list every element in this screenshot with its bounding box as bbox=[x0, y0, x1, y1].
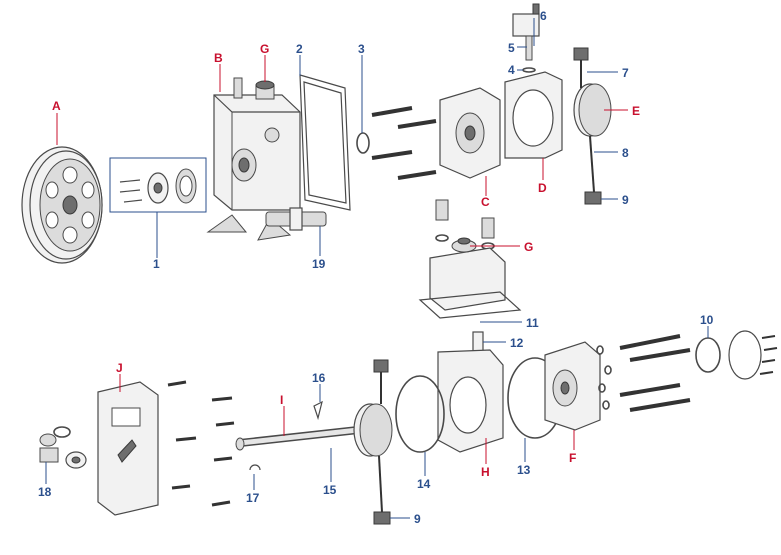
end-cover-f bbox=[544, 341, 601, 431]
label-2: 2 bbox=[296, 42, 303, 56]
label-11: 11 bbox=[526, 316, 539, 330]
plug-assembly bbox=[512, 3, 540, 73]
label-4: 4 bbox=[508, 63, 515, 77]
label-1: 1 bbox=[153, 257, 160, 271]
cover-disc bbox=[728, 330, 762, 380]
pump-housing-h bbox=[437, 349, 504, 453]
drain-fitting bbox=[265, 207, 327, 231]
leader-lines-blue bbox=[45, 18, 709, 519]
label-H: H bbox=[481, 465, 490, 479]
label-17: 17 bbox=[246, 491, 260, 505]
label-9-top: 9 bbox=[622, 193, 629, 207]
gasket-2 bbox=[299, 74, 351, 211]
label-I: I bbox=[280, 393, 283, 407]
label-16: 16 bbox=[312, 371, 326, 385]
label-15: 15 bbox=[323, 483, 337, 497]
label-12: 12 bbox=[510, 336, 524, 350]
cover-plate-c bbox=[439, 87, 501, 179]
label-C: C bbox=[481, 195, 490, 209]
rotor-e bbox=[573, 47, 612, 205]
label-13: 13 bbox=[517, 463, 531, 477]
ring-10 bbox=[695, 337, 721, 373]
cap-screw-2 bbox=[481, 217, 495, 239]
end-cover-bolts bbox=[596, 334, 691, 412]
seal-3 bbox=[356, 132, 370, 154]
housing-bolts bbox=[371, 106, 437, 180]
label-14: 14 bbox=[417, 477, 431, 491]
label-3: 3 bbox=[358, 42, 365, 56]
clip-17 bbox=[249, 464, 261, 471]
label-8: 8 bbox=[622, 146, 629, 160]
drain-plug-18 bbox=[39, 426, 87, 469]
small-screws bbox=[759, 335, 778, 375]
pulley bbox=[21, 146, 103, 264]
label-G-mid: G bbox=[524, 240, 533, 254]
cylinder-block-d bbox=[504, 71, 563, 159]
rotor-lower bbox=[353, 359, 393, 525]
plate-bolts bbox=[167, 380, 235, 507]
cap-screw bbox=[435, 199, 449, 221]
shaft-i bbox=[235, 426, 359, 451]
label-B: B bbox=[214, 51, 223, 65]
label-6: 6 bbox=[540, 9, 547, 23]
label-G-top: G bbox=[260, 42, 269, 56]
gear-case-body bbox=[206, 77, 301, 241]
label-10: 10 bbox=[700, 313, 714, 327]
valve-housing bbox=[429, 237, 506, 311]
o-ring-14 bbox=[395, 375, 445, 453]
seal-kit-parts bbox=[119, 168, 197, 204]
label-F: F bbox=[569, 451, 576, 465]
gasket-11 bbox=[418, 291, 522, 319]
label-5: 5 bbox=[508, 41, 515, 55]
label-J: J bbox=[116, 361, 123, 375]
label-9-bottom: 9 bbox=[414, 512, 421, 526]
label-7: 7 bbox=[622, 66, 629, 80]
label-E: E bbox=[632, 104, 640, 118]
part-labels: A B G 2 3 6 5 4 7 E C D 8 9 1 19 G 11 12… bbox=[38, 9, 714, 526]
base-plate-j bbox=[97, 381, 159, 516]
callout-box bbox=[109, 157, 207, 213]
leader-lines-red bbox=[56, 55, 628, 464]
label-A: A bbox=[52, 99, 61, 113]
clip-16 bbox=[313, 400, 323, 421]
label-19: 19 bbox=[312, 257, 326, 271]
label-D: D bbox=[538, 181, 547, 195]
label-18: 18 bbox=[38, 485, 52, 499]
